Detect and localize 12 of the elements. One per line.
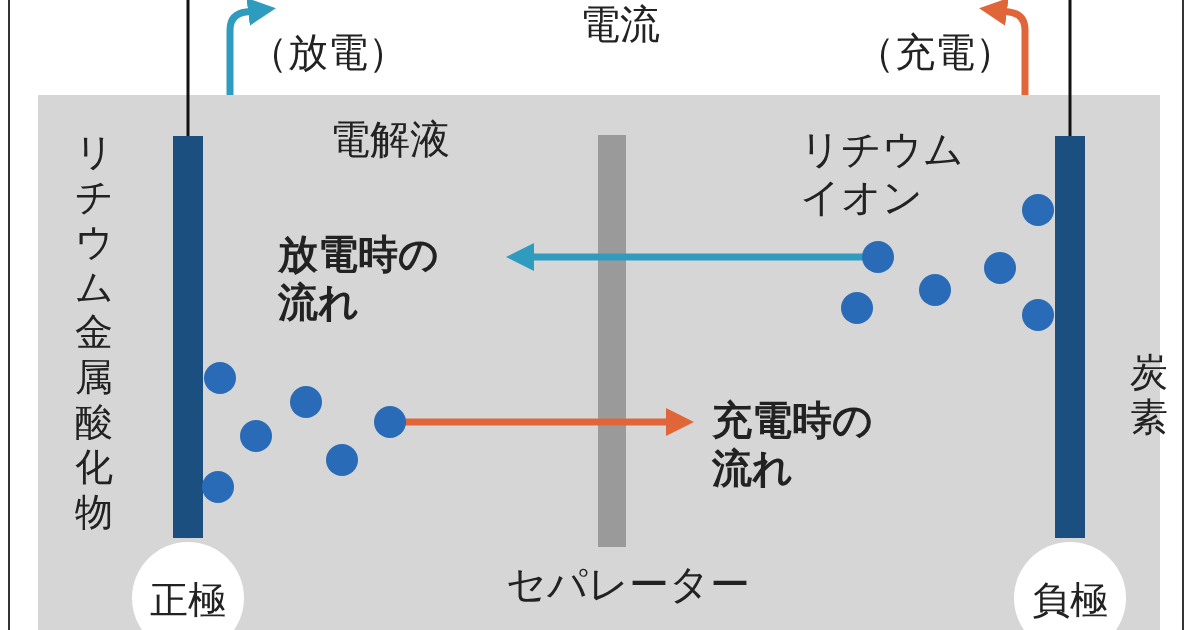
electrolyte-label: 電解液: [330, 115, 450, 163]
electrode-label: 正極: [132, 542, 244, 630]
electrode-material-label: 炭素: [1129, 350, 1169, 440]
charge-flow-label: 充電時の流れ: [712, 396, 874, 492]
separator-label: セパレーター: [505, 560, 751, 608]
discharge-flow-label: 放電時の流れ: [278, 230, 440, 326]
lithium-ion-label: リチウムイオン: [800, 125, 965, 221]
current-label: 電流: [579, 0, 661, 48]
charge-label: （充電）: [855, 28, 1015, 76]
discharge-label: （放電）: [248, 28, 408, 76]
electrode-label: 負極: [1014, 542, 1126, 630]
electrode-material-label: リチウム金属酸化物: [74, 130, 114, 535]
